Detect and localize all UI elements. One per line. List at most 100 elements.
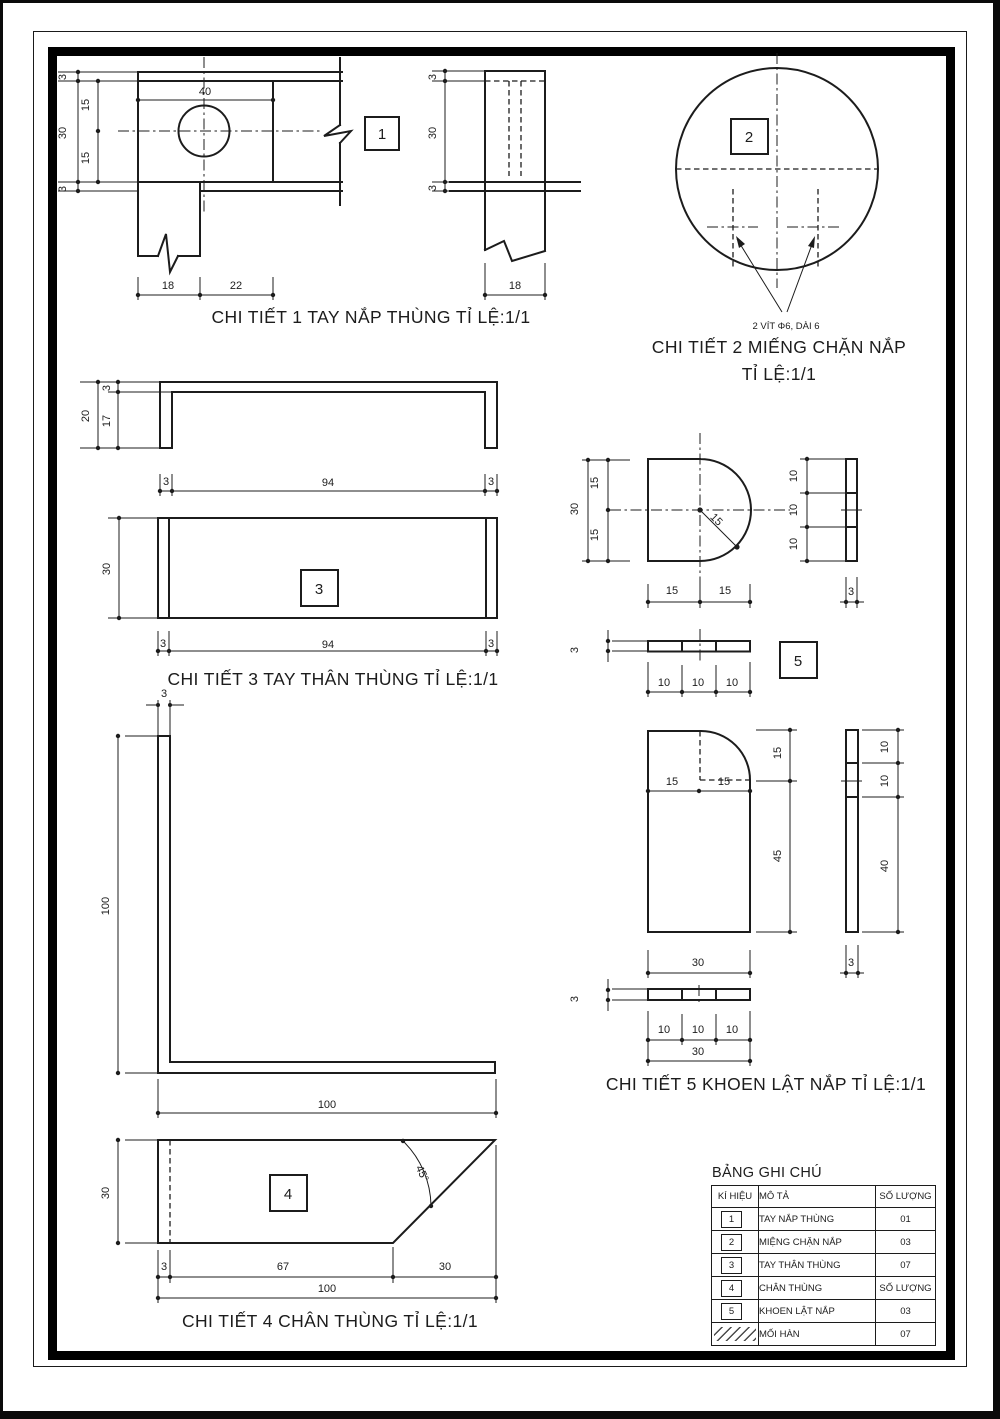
detail-2-label-box bbox=[730, 118, 769, 155]
detail-1-label-box bbox=[364, 116, 400, 151]
detail-2-title-line2: TỈ LỆ:1/1 bbox=[742, 363, 817, 384]
dim-label: 3 bbox=[161, 688, 167, 700]
weld-hatch-icon bbox=[714, 1327, 756, 1341]
detail-5-balloon: 5 bbox=[794, 653, 802, 670]
detail-2-title-line1: CHI TIẾT 2 MIẾNG CHẶN NẮP bbox=[652, 336, 906, 357]
balloon-symbol: 5 bbox=[721, 1302, 742, 1320]
table-row: 4 CHÂN THÙNG SỐ LƯỢNG bbox=[711, 1276, 936, 1300]
dim-label: 3 bbox=[848, 957, 854, 969]
radius-label: 15 bbox=[708, 511, 725, 528]
col-header-symbol: KÍ HIỆU bbox=[711, 1185, 759, 1208]
dim-label: 15 bbox=[719, 585, 731, 597]
balloon-symbol: 4 bbox=[721, 1279, 742, 1297]
balloon-symbol: 2 bbox=[721, 1233, 742, 1251]
screw-note: 2 VÍT Φ6, DÀI 6 bbox=[752, 321, 819, 332]
dim-label: 22 bbox=[230, 280, 242, 292]
legend-table: KÍ HIỆU MÔ TẢ SỐ LƯỢNG 1 TAY NẮP THÙNG 0… bbox=[711, 1185, 936, 1346]
dim-label: 3 bbox=[160, 638, 166, 650]
dimension-endpoints bbox=[75, 68, 548, 298]
dim-label: 94 bbox=[322, 639, 334, 651]
dim-label: 3 bbox=[569, 996, 581, 1002]
dim-label: 3 bbox=[488, 638, 494, 650]
quantity-cell: 01 bbox=[875, 1207, 936, 1231]
dim-label: 3 bbox=[163, 476, 169, 488]
arrowhead-icon bbox=[808, 236, 815, 248]
legend-title: BẢNG GHI CHÚ bbox=[712, 1165, 822, 1181]
detail-1-balloon: 1 bbox=[378, 126, 386, 143]
dimension-endpoints bbox=[585, 456, 901, 1064]
dimension-endpoints bbox=[115, 703, 499, 1301]
description-cell: TAY THÂN THÙNG bbox=[758, 1253, 876, 1277]
symbol-cell bbox=[711, 1322, 759, 1346]
table-row: 1 TAY NẮP THÙNG 01 bbox=[711, 1207, 936, 1231]
description-cell: KHOEN LẬT NẮP bbox=[758, 1299, 876, 1323]
detail-4-title: CHI TIẾT 4 CHÂN THÙNG TỈ LỆ:1/1 bbox=[182, 1310, 478, 1331]
description-cell: MỐI HÀN bbox=[758, 1322, 876, 1346]
dim-label: 3 bbox=[427, 185, 439, 191]
table-row: 5 KHOEN LẬT NẮP 03 bbox=[711, 1299, 936, 1323]
col-header-description: MÔ TẢ bbox=[758, 1185, 876, 1208]
detail-1-title: CHI TIẾT 1 TAY NẮP THÙNG TỈ LỆ:1/1 bbox=[212, 306, 531, 327]
dim-label: 10 bbox=[788, 538, 800, 550]
detail-4-label-box bbox=[269, 1174, 308, 1212]
dim-label: 18 bbox=[509, 280, 521, 292]
detail-2-drawing: 2 VÍT Φ6, DÀI 6 2 CHI TIẾT 2 MIẾNG CHẶN … bbox=[652, 53, 906, 384]
symbol-cell: 1 bbox=[711, 1207, 759, 1231]
dim-label: 10 bbox=[726, 1024, 738, 1036]
dim-label: 10 bbox=[726, 677, 738, 689]
dim-label: 100 bbox=[100, 897, 112, 915]
dim-label: 15 bbox=[772, 747, 784, 759]
dim-label: 15 bbox=[666, 585, 678, 597]
description-cell: TAY NẮP THÙNG bbox=[758, 1207, 876, 1231]
balloon-symbol: 3 bbox=[721, 1256, 742, 1274]
dim-label: 15 bbox=[589, 477, 601, 489]
dim-label: 40 bbox=[199, 86, 211, 98]
dim-label: 3 bbox=[569, 647, 581, 653]
dim-label: 15 bbox=[80, 99, 92, 111]
dim-label: 30 bbox=[101, 563, 113, 575]
dim-label: 30 bbox=[439, 1261, 451, 1273]
symbol-cell: 3 bbox=[711, 1253, 759, 1277]
dim-label: 10 bbox=[879, 775, 891, 787]
dim-label: 45 bbox=[772, 850, 784, 862]
dim-label: 15 bbox=[666, 776, 678, 788]
quantity-cell: 07 bbox=[875, 1322, 936, 1346]
description-cell: CHÂN THÙNG bbox=[758, 1276, 876, 1300]
detail-4-drawing: 3 100 100 30 45° 3 67 30 100 4 CHI TIẾT … bbox=[100, 688, 499, 1331]
dim-label: 30 bbox=[692, 1046, 704, 1058]
legend: BẢNG GHI CHÚ KÍ HIỆU MÔ TẢ SỐ LƯỢNG 1 TA… bbox=[711, 1165, 937, 1346]
symbol-cell: 2 bbox=[711, 1230, 759, 1254]
dim-label: 10 bbox=[692, 677, 704, 689]
quantity-cell: 07 bbox=[875, 1253, 936, 1277]
dim-label: 18 bbox=[162, 280, 174, 292]
dim-label: 3 bbox=[57, 74, 69, 80]
dim-label: 15 bbox=[718, 776, 730, 788]
description-cell: MIỆNG CHẶN NẮP bbox=[758, 1230, 876, 1254]
angle-label: 45° bbox=[413, 1164, 431, 1184]
dim-label: 10 bbox=[788, 470, 800, 482]
detail-5-title: CHI TIẾT 5 KHOEN LẬT NẮP TỈ LỆ:1/1 bbox=[606, 1073, 926, 1094]
detail-3-drawing: 3 17 20 3 94 3 30 3 94 3 3 CHI TIẾT 3 TA… bbox=[80, 379, 500, 689]
dim-label: 10 bbox=[879, 741, 891, 753]
symbol-cell: 4 bbox=[711, 1276, 759, 1300]
dim-label: 10 bbox=[788, 504, 800, 516]
dim-label: 100 bbox=[318, 1099, 336, 1111]
dim-label: 30 bbox=[100, 1187, 112, 1199]
detail-1-drawing: 3 15 30 15 3 40 18 22 3 30 3 18 1 CHI TI… bbox=[57, 57, 581, 327]
detail-5-drawing: 15 15 30 15 15 15 10 10 10 3 3 10 10 10 … bbox=[569, 433, 926, 1094]
dim-label: 100 bbox=[318, 1283, 336, 1295]
dim-label: 40 bbox=[879, 860, 891, 872]
dim-label: 3 bbox=[101, 385, 113, 391]
quantity-cell: 03 bbox=[875, 1230, 936, 1254]
table-row: 2 MIỆNG CHẶN NẮP 03 bbox=[711, 1230, 936, 1254]
detail-3-balloon: 3 bbox=[315, 581, 323, 598]
col-header-quantity: SỐ LƯỢNG bbox=[875, 1185, 936, 1208]
table-row: MỐI HÀN 07 bbox=[711, 1322, 936, 1346]
dim-label: 10 bbox=[658, 1024, 670, 1036]
dim-label: 67 bbox=[277, 1261, 289, 1273]
detail-3-label-box bbox=[300, 569, 339, 607]
dim-label: 30 bbox=[569, 503, 581, 515]
detail-3-title: CHI TIẾT 3 TAY THÂN THÙNG TỈ LỆ:1/1 bbox=[167, 668, 498, 689]
